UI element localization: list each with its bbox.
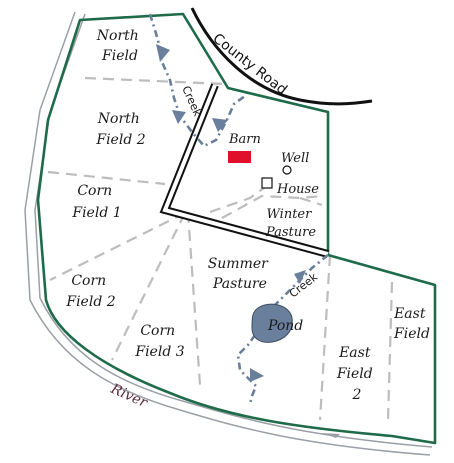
pond-label: Pond: [267, 318, 303, 334]
north-field-2-label: North Field 2: [95, 111, 145, 148]
fence-lines: [47, 76, 394, 421]
corn-field-3-label: Corn Field 3: [134, 323, 184, 360]
farm-boundary: [36, 12, 437, 445]
house-marker: [261, 177, 273, 189]
corn-field-2-label: Corn Field 2: [65, 273, 115, 310]
river: [24, 11, 433, 456]
creek-flow-arrow-icon: [250, 368, 264, 382]
creek-flow-arrow-icon: [156, 44, 170, 62]
well-label: Well: [281, 151, 309, 166]
barn-marker: [228, 151, 251, 163]
road-label-group: County Road: [210, 31, 290, 99]
county-road: [190, 7, 373, 106]
winter-pasture-label: Winter Pasture: [265, 207, 316, 240]
barn-label: Barn: [228, 132, 261, 147]
summer-pasture-label: Summer Pasture: [208, 256, 273, 292]
creek-flow-arrow-icon: [294, 270, 306, 284]
house-label: House: [276, 182, 319, 197]
creek-north: [148, 13, 246, 148]
pond: [251, 303, 293, 343]
county-road-label: County Road: [210, 31, 290, 99]
north-field-label: North Field: [96, 28, 143, 64]
driveway: [159, 83, 330, 258]
river-label: River: [107, 381, 150, 412]
creek-flow-arrow-icon: [172, 110, 186, 124]
creek-south: [236, 253, 329, 405]
corn-field-1-label: Corn Field 1: [71, 183, 121, 221]
east-field-2-label: East Field 2: [336, 345, 377, 403]
east-field-label: East Field: [393, 306, 430, 342]
well-marker: [282, 165, 292, 175]
creek-flow-arrow-icon: [212, 118, 228, 132]
river-flow-arrow-icon: [322, 433, 340, 438]
